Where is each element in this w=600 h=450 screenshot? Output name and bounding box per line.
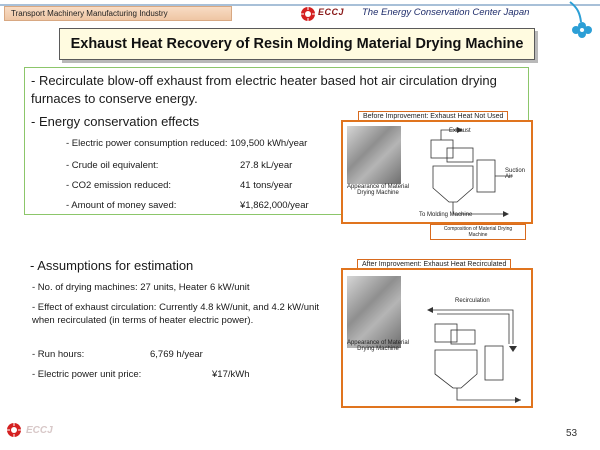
measure-description: - Recirculate blow-off exhaust from elec… bbox=[31, 73, 497, 106]
to-molding-label: To Molding Machine bbox=[419, 212, 473, 218]
effect-value: 41 tons/year bbox=[240, 180, 293, 191]
effect-row: - Electric power consumption reduced: 10… bbox=[66, 138, 307, 149]
effect-value: 27.8 kL/year bbox=[240, 160, 293, 171]
before-schematic bbox=[430, 127, 513, 217]
effect-label: - Electric power consumption reduced: 10… bbox=[66, 138, 308, 149]
effects-heading: - Energy conservation effects bbox=[31, 114, 200, 129]
clover-emblem-icon bbox=[569, 1, 592, 38]
effect-row: - CO2 emission reduced: bbox=[66, 180, 171, 191]
assumption-value: ¥17/kWh bbox=[212, 369, 250, 380]
header-rule bbox=[0, 4, 600, 6]
recirculation-label: Recirculation bbox=[455, 298, 490, 304]
exhaust-label: Exhaust bbox=[449, 128, 471, 134]
effect-label: - Amount of money saved: bbox=[66, 200, 177, 211]
assumption-value: 6,769 h/year bbox=[150, 349, 203, 360]
assumption-item: - Effect of exhaust circulation: Current… bbox=[32, 302, 320, 326]
effect-label: - CO2 emission reduced: bbox=[66, 180, 172, 191]
effect-value: ¥1,862,000/year bbox=[240, 200, 309, 211]
after-diagram-frame: Appearance of Material Drying Machine Re… bbox=[341, 268, 533, 408]
assumptions-heading: - Assumptions for estimation bbox=[30, 258, 194, 273]
industry-tag: Transport Machinery Manufacturing Indust… bbox=[4, 6, 232, 21]
photo-caption: Appearance of Material Drying Machine bbox=[346, 184, 410, 196]
composition-caption: Composition of Material Drying Machine bbox=[430, 224, 526, 240]
effect-row: - Amount of money saved: bbox=[66, 200, 176, 211]
eccj-wordmark: ECCJ bbox=[318, 7, 345, 17]
assumption-item: - Electric power unit price: bbox=[32, 369, 142, 380]
effect-label: - Crude oil equivalent: bbox=[66, 160, 159, 171]
suction-air-label: Suction Air bbox=[505, 168, 526, 180]
assumption-item: - Run hours: bbox=[32, 349, 85, 360]
eccj-logo-icon bbox=[301, 7, 315, 21]
before-diagram-frame: Appearance of Material Drying Machine Ex… bbox=[341, 120, 533, 224]
assumption-item: - No. of drying machines: 27 units, Heat… bbox=[32, 282, 250, 293]
photo-caption: Appearance of Material Drying Machine bbox=[346, 340, 410, 352]
page-title: Exhaust Heat Recovery of Resin Molding M… bbox=[59, 28, 535, 60]
after-schematic bbox=[427, 307, 521, 403]
footer-eccj-logo-icon bbox=[7, 423, 21, 437]
machine-photo bbox=[347, 276, 401, 348]
machine-photo bbox=[347, 126, 401, 184]
effect-row: - Crude oil equivalent: bbox=[66, 160, 158, 171]
footer-eccj-wordmark: ECCJ bbox=[26, 425, 53, 436]
organization-name: The Energy Conservation Center Japan bbox=[362, 7, 530, 18]
page-number: 53 bbox=[566, 428, 578, 439]
